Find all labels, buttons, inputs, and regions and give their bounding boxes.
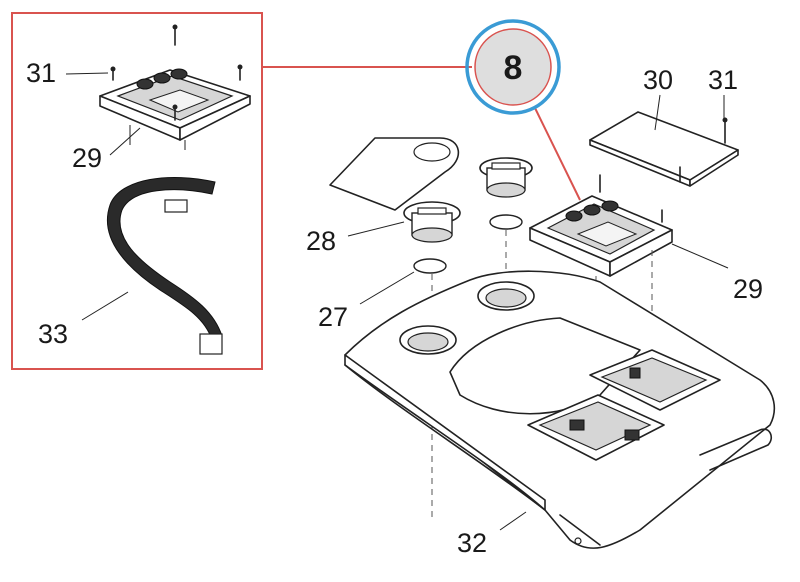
label-30: 30	[643, 65, 673, 95]
callout-leader-line	[534, 107, 581, 201]
label-33: 33	[38, 319, 68, 349]
leader-31-left	[65, 72, 109, 75]
label-27: 27	[318, 302, 348, 332]
label-sheet	[329, 137, 460, 211]
label-29-left: 29	[72, 143, 102, 173]
leader-29-right	[671, 243, 729, 269]
leader-28	[347, 221, 405, 237]
leader-30	[654, 94, 661, 131]
label-31-left: 31	[26, 58, 56, 88]
display-module-detail	[99, 24, 251, 150]
label-28: 28	[306, 226, 336, 256]
callout-badge: 8	[465, 19, 561, 115]
console-body	[344, 270, 776, 549]
cup-holder-insert-right	[479, 157, 533, 230]
o-ring	[413, 258, 447, 274]
display-module	[529, 195, 673, 277]
leader-29-left	[109, 127, 141, 156]
leader-32	[499, 511, 527, 531]
leader-27	[359, 271, 415, 305]
label-32: 32	[457, 528, 487, 558]
ribbon-cable	[107, 177, 223, 355]
detail-frame	[11, 12, 263, 370]
label-31-right: 31	[708, 65, 738, 95]
cover-plate	[589, 111, 739, 187]
callout-number: 8	[504, 49, 523, 87]
cup-holder-insert-left	[403, 201, 461, 243]
leader-33	[81, 291, 129, 321]
label-29-right: 29	[733, 274, 763, 304]
